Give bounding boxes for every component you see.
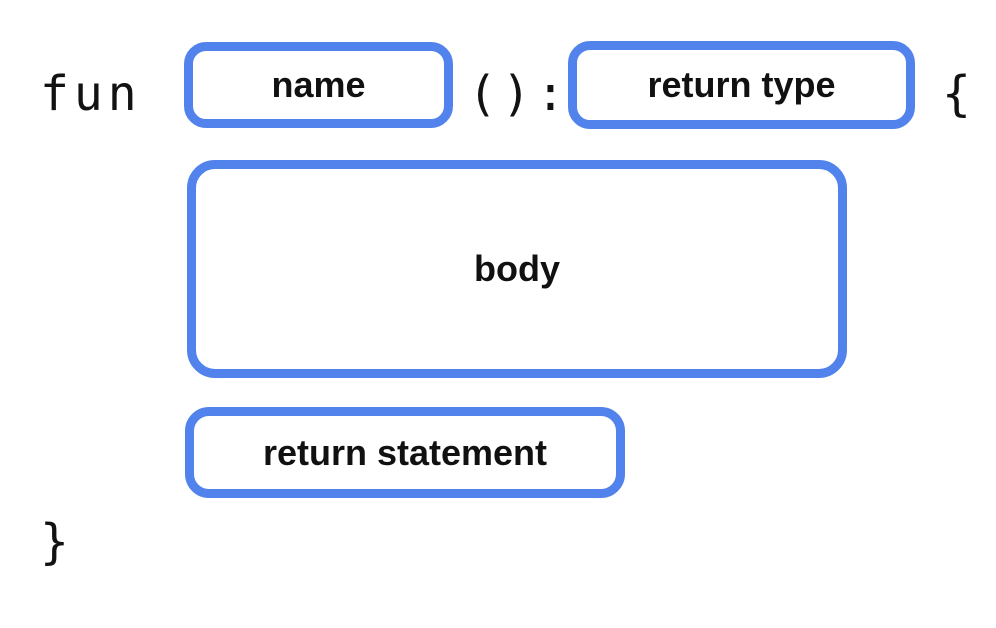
return-statement-slot-label: return statement bbox=[262, 431, 548, 473]
return-type-slot-label: return type bbox=[647, 64, 836, 105]
return-statement-slot-box: return statement bbox=[185, 407, 625, 498]
name-slot-box: name bbox=[184, 42, 453, 128]
body-slot-box: body bbox=[187, 160, 847, 378]
return-type-slot-box: return type bbox=[568, 41, 915, 129]
body-slot-label: body bbox=[474, 248, 560, 289]
name-slot-label: name bbox=[271, 64, 366, 105]
close-brace-token: } bbox=[40, 514, 74, 570]
open-brace-token: { bbox=[942, 66, 976, 122]
colon-token: : bbox=[536, 66, 570, 122]
parentheses-token: () bbox=[468, 66, 536, 122]
fun-keyword-token: fun bbox=[40, 66, 142, 122]
